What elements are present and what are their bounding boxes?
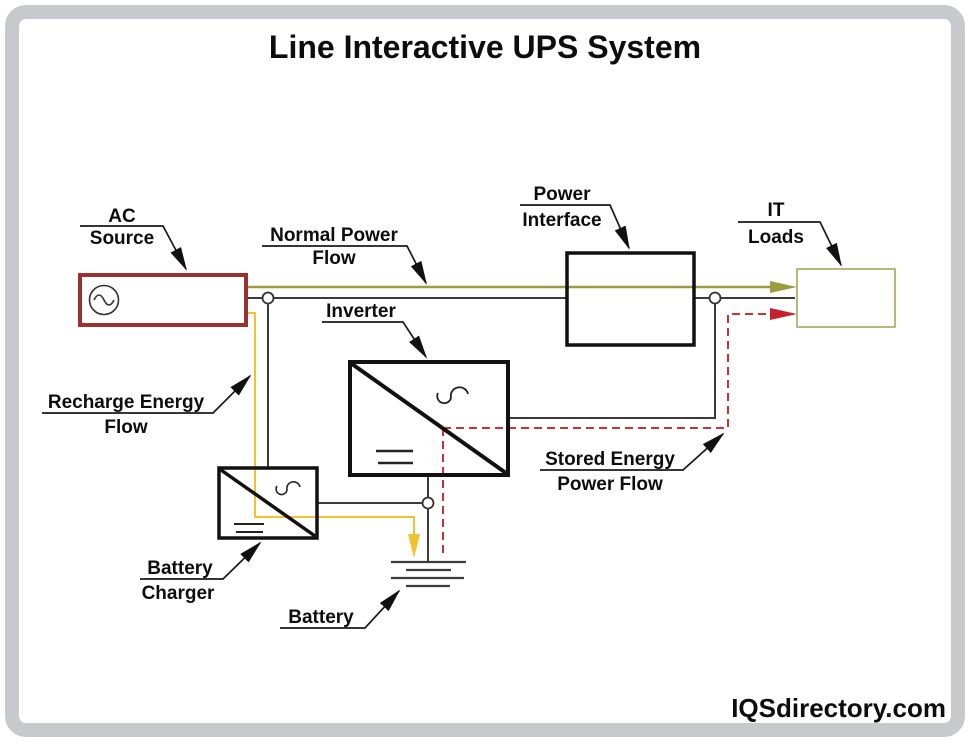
label-it-loads-2: Loads [748, 227, 804, 248]
recharge-energy-arrow [408, 534, 420, 558]
power-interface-leader [520, 204, 630, 250]
charger-dc-symbol [234, 523, 264, 533]
it-loads-leader [738, 221, 842, 267]
label-stored-energy-1: Stored Energy [545, 449, 675, 470]
inverter-ac-symbol [436, 386, 469, 405]
recharge-energy-leader [42, 374, 252, 414]
battery-symbol [391, 560, 466, 588]
page-frame [5, 5, 965, 737]
label-battery: Battery [288, 607, 354, 628]
label-it-loads-1: IT [768, 200, 785, 221]
ac-source-box [78, 273, 248, 327]
power-interface-box [565, 251, 696, 347]
battery-charger-leader [140, 541, 262, 580]
battery-charger-box [217, 466, 319, 540]
label-battery-charger-1: Battery [147, 558, 213, 579]
callout-leaders [42, 204, 842, 629]
label-recharge-1: Recharge Energy [48, 392, 205, 413]
normal-power-leader [262, 245, 427, 285]
wire-nodes [261, 291, 722, 510]
ac-sine-symbol [88, 284, 120, 316]
normal-power-arrow [770, 281, 797, 293]
node-inverter-output [708, 291, 722, 305]
page-title: Line Interactive UPS System [269, 29, 701, 65]
label-ac-source-2: Source [90, 228, 154, 249]
stored-energy-arrow [770, 308, 797, 320]
label-normal-power-1: Normal Power [270, 225, 398, 246]
node-ac-output [261, 291, 275, 305]
label-inverter: Inverter [326, 301, 396, 322]
it-loads-box [796, 268, 896, 328]
inverter-leader [322, 321, 428, 359]
label-stored-energy-2: Power Flow [557, 474, 663, 495]
stored-energy-wire [442, 308, 797, 553]
stored-energy-leader [540, 432, 725, 471]
charger-diagonal [219, 468, 317, 538]
node-charger-output [421, 496, 435, 510]
inverter-dc-symbol [376, 449, 413, 465]
charger-ac-symbol [275, 481, 301, 496]
label-power-interface-1: Power [533, 184, 591, 205]
watermark: IQSdirectory.com [731, 693, 946, 723]
inverter-diagonal [350, 362, 508, 475]
interconnect-wires [267, 298, 716, 562]
label-power-interface-2: Interface [522, 210, 601, 231]
label-battery-charger-2: Charger [142, 583, 215, 604]
inverter-output-wire [508, 298, 716, 419]
ac-source-leader [80, 225, 187, 271]
battery-leader [280, 589, 401, 629]
component-labels: AC Source Normal Power Flow Inverter Pow… [48, 184, 804, 628]
recharge-energy-wire [246, 312, 420, 558]
inverter-box [348, 360, 510, 477]
label-ac-source-1: AC [108, 206, 136, 227]
label-normal-power-2: Flow [312, 248, 355, 269]
label-recharge-2: Flow [104, 417, 147, 438]
normal-power-flow-wire [246, 281, 797, 293]
